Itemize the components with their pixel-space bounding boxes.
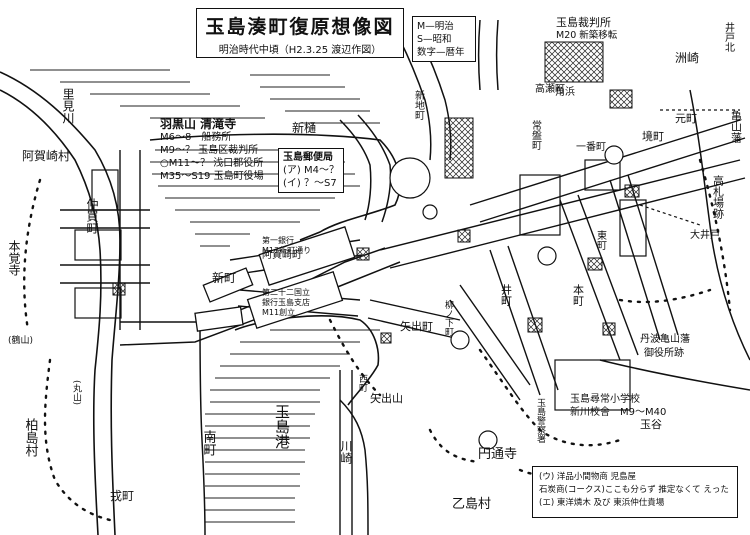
- label-ebisu-town: 戎町: [110, 489, 134, 503]
- label-ii-town: 井町: [500, 283, 513, 306]
- label-sakai-town: 境町: [642, 129, 664, 143]
- label-tanba-kameyama: 丹波亀山藩: [640, 332, 690, 345]
- haguroyama-line: M35〜S19 玉島町役場: [160, 171, 264, 182]
- map-subtitle: 明治時代中頃（H2.3.25 渡辺作図）: [218, 45, 382, 56]
- harbor-water-hatching: [150, 149, 380, 523]
- school-annotation: 玉島尋常小学校 新川校舎 M9〜M40: [570, 393, 666, 419]
- label-hongaku-temple: 本覚寺: [7, 240, 21, 276]
- crosshatched-blocks: [112, 41, 640, 344]
- label-mayama: (丸山): [71, 380, 82, 405]
- label-tamashima-keisatsu: 玉島警察署: [535, 398, 546, 443]
- court-line: M20 新築移転: [556, 30, 618, 41]
- era-legend: M—明治 S—昭和 数字—暦年: [412, 16, 476, 62]
- bank-line: M13新町通り: [262, 246, 312, 255]
- label-sushi-saki: 洲崎: [675, 51, 699, 65]
- court-annotation: 玉島裁判所 M20 新築移転: [556, 16, 617, 42]
- era-legend-item: S—昭和: [417, 34, 452, 45]
- era-legend-item: M—明治: [417, 21, 454, 32]
- label-kashiwajima-village: 柏島村: [23, 418, 39, 457]
- label-tsuruyama: (鶴山): [8, 334, 33, 346]
- label-tamashima-port: 玉島港: [273, 404, 291, 449]
- label-takafuda-ba: 高札場跡: [712, 174, 725, 220]
- post-office-title: 玉島郵便局: [283, 152, 333, 163]
- place-labels: 里見川 阿賀崎村 仲買町 本覚寺 (鶴山) (丸山) 柏島村 戎町 南町 玉島港…: [7, 21, 743, 512]
- branch-bank-annotation: 第二十二国立 銀行玉島支店 M11創立: [262, 288, 310, 318]
- era-legend-item: 数字—暦年: [417, 47, 465, 58]
- label-shinhashi: 新樋: [292, 120, 316, 135]
- label-yashima-town: 矢出町: [400, 319, 433, 333]
- note-line: (エ) 東洋燐木 及び 東浜仲仕貴場: [539, 498, 665, 508]
- label-dash: 柳ノ下町: [443, 299, 454, 336]
- label-goyoso-ato: 御役所跡: [644, 346, 684, 359]
- label-minami-town: 南町: [201, 429, 217, 456]
- post-office-annotation: 玉島郵便局 (ア) M4〜？ (イ) ？〜S7: [278, 148, 344, 193]
- label-ichiban-cho: 一番町: [576, 141, 606, 153]
- piers: [194, 226, 356, 332]
- label-shinchi-town: 新地町: [413, 89, 425, 120]
- note-line: 石炭商(コークス)ここも分らず 推定なくて えった: [539, 485, 729, 495]
- haguroyama-title: 羽黒山 清滝寺: [160, 117, 237, 131]
- haguroyama-line: M6〜8 船務所: [160, 132, 232, 143]
- branch-line: 銀行玉島支店: [262, 298, 310, 307]
- label-tokiwa-town: 常盤町: [530, 119, 542, 150]
- label-otoshima-village: 乙島村: [452, 497, 491, 512]
- map-title: 玉島湊町復原想像図: [205, 16, 395, 38]
- label-kaku-sumi: 角浜: [555, 86, 575, 98]
- north-water-hatching: [30, 69, 380, 124]
- label-agasaki-town: 阿賀崎町: [262, 248, 302, 261]
- label-kurumi: 玉谷: [640, 418, 662, 431]
- haguroyama-line: ○M11〜？ 浅口郡役所: [160, 158, 264, 169]
- label-hon-town: 本町: [572, 283, 585, 306]
- label-igeta-kita: 井戸北: [723, 21, 735, 52]
- circle-markers: [389, 145, 624, 450]
- dashed-boundary: [639, 109, 740, 226]
- branch-line-2: M11創立: [262, 308, 296, 317]
- label-satomi-river: 里見川: [61, 88, 75, 124]
- label-yadeyama: 矢出山: [370, 391, 403, 405]
- label-entsuji: 円通寺: [478, 447, 517, 462]
- bank-title: 第一銀行: [262, 236, 294, 245]
- school-line: 新川校舎 M9〜M40: [570, 407, 667, 418]
- branch-title: 第二十二国立: [262, 288, 310, 297]
- label-oido: 大井戸: [690, 228, 720, 241]
- haguroyama-line: M9〜？ 玉島区裁判所: [160, 145, 259, 156]
- notes-box: (ウ) 洋品小間物商 児島屋 石炭商(コークス)ここも分らず 推定なくて えった…: [532, 466, 738, 518]
- town-blocks: [74, 159, 647, 411]
- school-title: 玉島尋常小学校: [570, 394, 640, 405]
- note-line: (ウ) 洋品小間物商 児島屋: [539, 472, 637, 482]
- label-higashi-town: 東町: [595, 229, 607, 250]
- haguroyama-annotation: 羽黒山 清滝寺 M6〜8 船務所 M9〜？ 玉島区裁判所 ○M11〜？ 浅口郡役…: [160, 118, 264, 183]
- label-kame-yama: 亀山藩: [730, 109, 743, 143]
- post-office-line: (イ) ？〜S7: [283, 178, 337, 189]
- label-kosha-machi: 高瀬町: [535, 82, 565, 95]
- label-motomachi: 元町: [675, 112, 697, 125]
- label-shin-town: 新町: [212, 270, 236, 285]
- label-kagasaki-village: 阿賀崎村: [22, 149, 70, 163]
- post-office-line: (ア) M4〜？: [283, 165, 339, 176]
- label-nishi-town: 西町: [357, 374, 368, 392]
- label-nakagai-town: 仲買町: [85, 198, 99, 234]
- bank-annotation: 第一銀行 M13新町通り: [262, 236, 311, 256]
- label-kawasaki: 川崎: [339, 440, 353, 464]
- court-title: 玉島裁判所: [556, 16, 611, 29]
- map-title-box: 玉島湊町復原想像図 明治時代中頃（H2.3.25 渡辺作図）: [196, 8, 404, 58]
